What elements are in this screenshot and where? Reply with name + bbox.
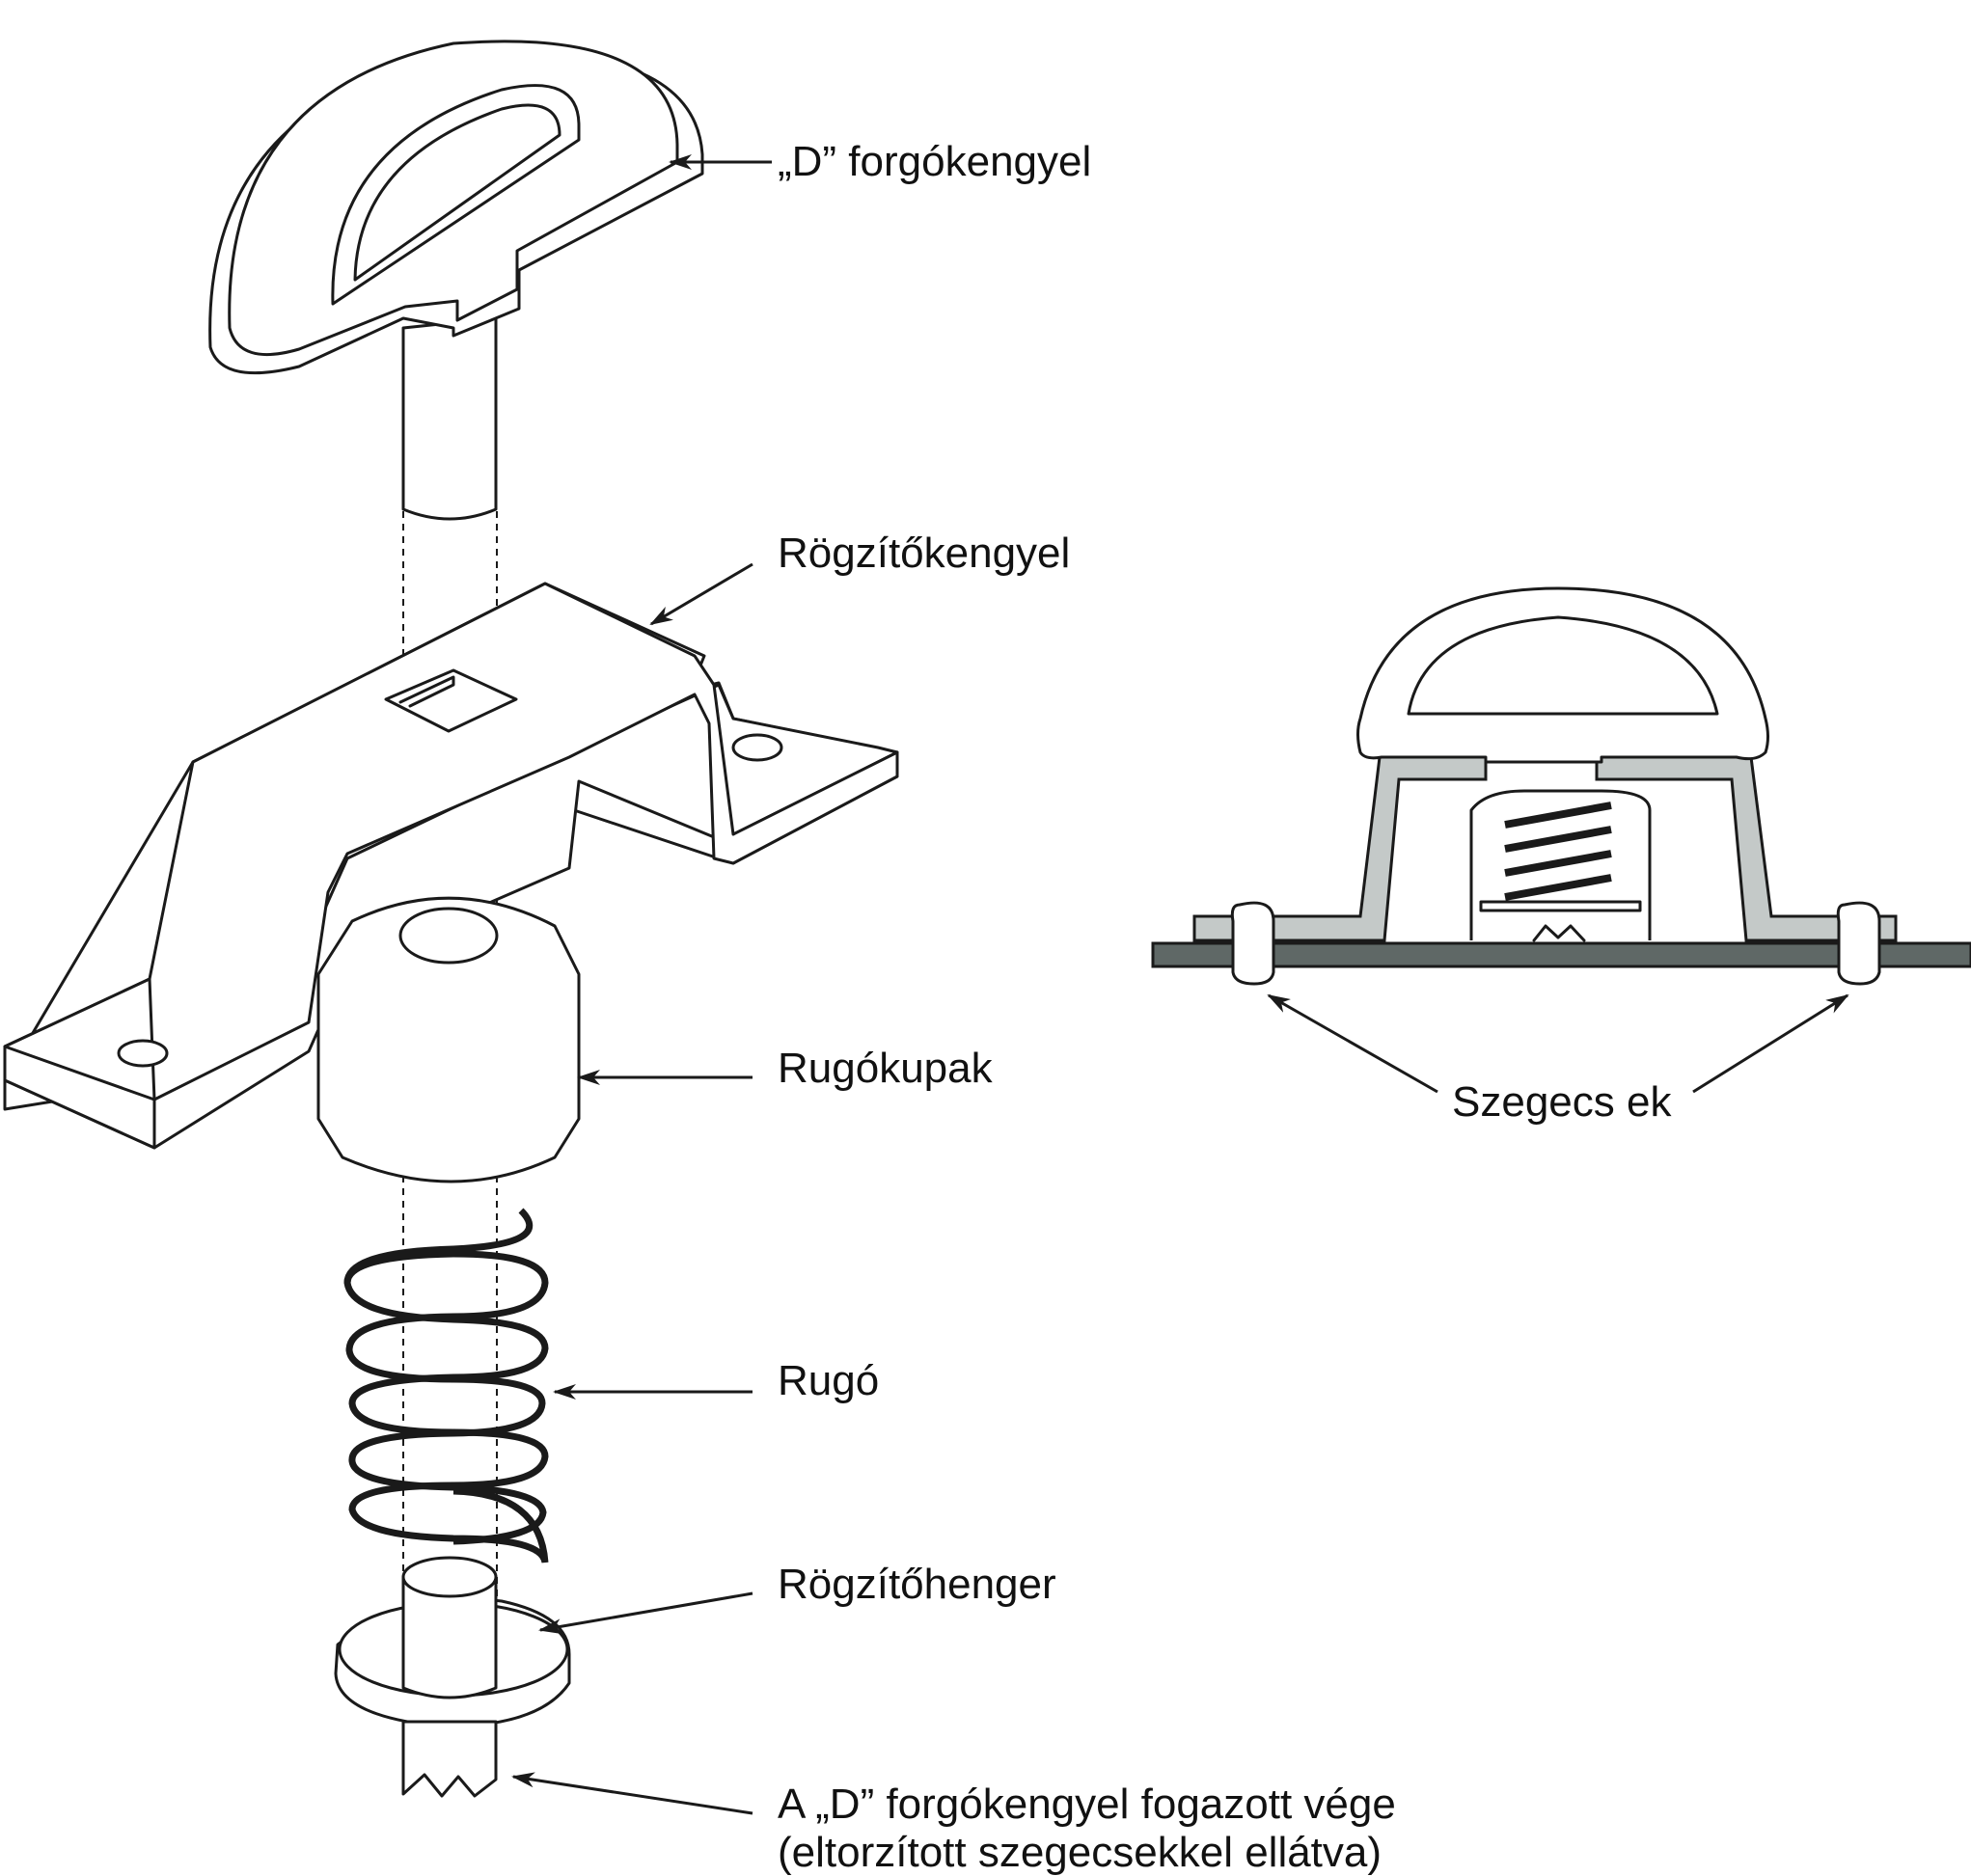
label-d-ring: „D” forgókengyel <box>778 138 1091 185</box>
label-retaining-bracket: Rögzítőkengyel <box>778 530 1070 577</box>
label-spring: Rugó <box>778 1357 879 1404</box>
rivet-left <box>1230 901 1275 986</box>
d-ring-section <box>1356 586 1769 764</box>
exploded-view <box>3 40 899 1798</box>
cross-section-view <box>1151 586 1971 986</box>
serrated-end-part <box>401 1720 498 1798</box>
label-retaining-cylinder: Rögzítőhenger <box>778 1561 1056 1608</box>
label-rivets: Szegecs ek <box>1452 1078 1672 1126</box>
spring-part <box>343 1208 549 1563</box>
label-serrated-end-line2: (eltorzított szegecsekkel ellátva) <box>778 1829 1382 1876</box>
callout-arrows <box>511 154 1849 1815</box>
spring-section <box>1504 802 1612 901</box>
label-serrated-end-line1: A „D” forgókengyel fogazott vége <box>778 1781 1396 1828</box>
retaining-cylinder-part <box>334 1556 571 1728</box>
panel-section <box>1151 941 1971 968</box>
d-ring-part <box>208 40 704 521</box>
label-spring-cap: Rugókupak <box>778 1045 994 1092</box>
rivet-right <box>1836 901 1881 986</box>
spring-cap-part <box>316 896 581 1183</box>
